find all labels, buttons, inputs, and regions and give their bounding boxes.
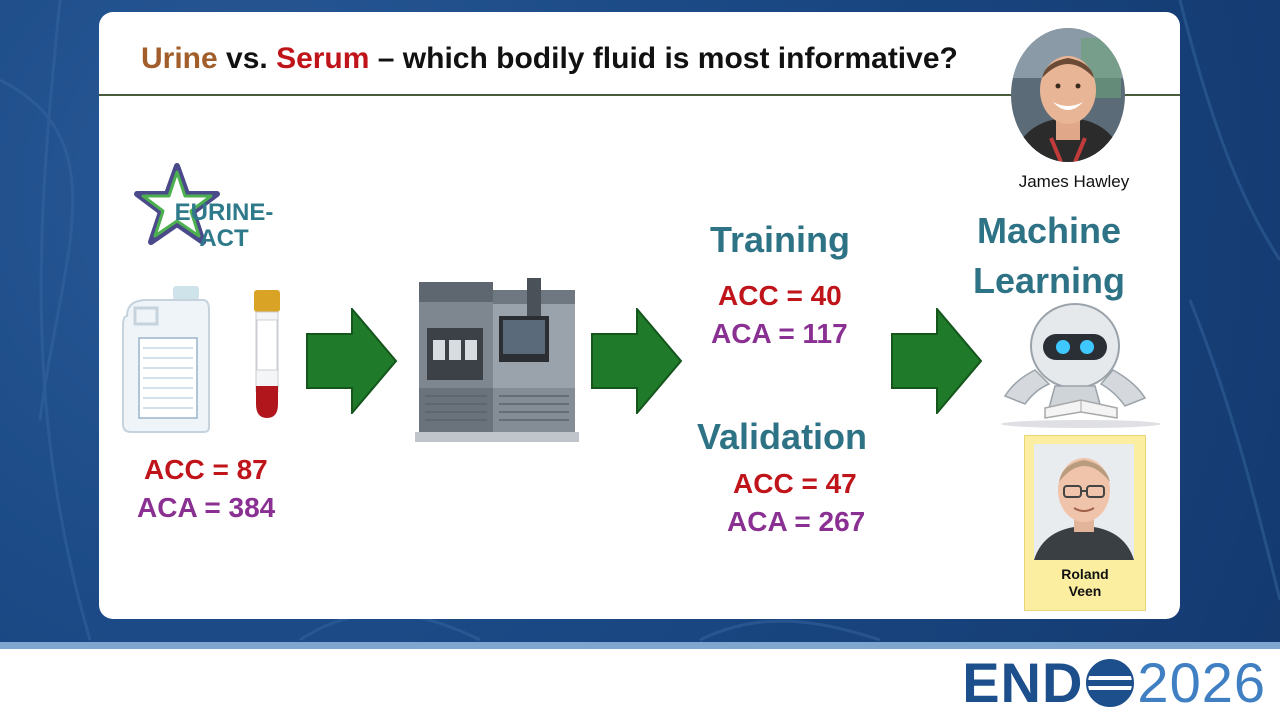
eurine-logo-line1: EURINE- <box>174 199 274 226</box>
validation-aca-metric: ACA = 267 <box>727 506 866 537</box>
globe-icon <box>1086 659 1135 707</box>
blood-tube-icon <box>254 290 280 418</box>
collaborator-name: Roland Veen <box>1025 566 1145 600</box>
training-heading: Training <box>710 219 851 260</box>
eurine-act-logo-text: EURINE- ACT <box>169 200 279 252</box>
title-serum: Serum <box>276 42 370 75</box>
sample-acc-metric: ACC = 87 <box>144 454 268 485</box>
presenter-caption: James Hawley <box>1018 172 1130 191</box>
collaborator-name-line1: Roland <box>1061 566 1109 582</box>
title-rest: – which bodily fluid is most informative… <box>369 42 958 75</box>
collaborator-portrait-icon <box>1034 444 1134 560</box>
ml-heading-line1: Machine <box>976 210 1122 251</box>
validation-heading: Validation <box>697 416 868 457</box>
training-acc-metric: ACC = 40 <box>718 280 842 311</box>
validation-acc-metric: ACC = 47 <box>733 468 857 499</box>
eurine-act-star-logo <box>134 163 220 245</box>
ml-heading-line2: Learning <box>972 260 1125 301</box>
sample-aca-metric: ACA = 384 <box>137 492 276 523</box>
endo-brand-year: 2026 <box>1137 651 1266 714</box>
arrow-right-icon <box>591 308 683 414</box>
slide-title: Urine vs. Serum – which bodily fluid is … <box>141 42 1041 76</box>
endo-brand-word: END <box>962 651 1084 714</box>
arrow-right-icon <box>306 308 398 414</box>
presenter-photo <box>1011 28 1125 162</box>
urine-jug-icon <box>122 286 210 433</box>
slide-card: Urine vs. Serum – which bodily fluid is … <box>99 12 1180 619</box>
footer-stripe <box>0 642 1280 649</box>
mass-spectrometer-icon <box>415 278 579 442</box>
title-divider <box>99 94 1180 96</box>
footer-bar <box>0 642 1280 720</box>
collaborator-card: Roland Veen <box>1024 435 1146 611</box>
robot-reading-icon <box>1001 303 1161 428</box>
collaborator-name-line2: Veen <box>1068 583 1102 599</box>
eurine-logo-line2: ACT <box>199 225 249 252</box>
arrow-right-icon <box>891 308 983 414</box>
presenter-portrait-icon <box>1011 28 1125 162</box>
title-urine: Urine <box>141 42 218 75</box>
training-aca-metric: ACA = 117 <box>711 318 848 349</box>
title-vs: vs. <box>217 42 277 75</box>
machine-learning-heading: Machine Learning <box>959 206 1139 306</box>
background-texture <box>0 0 1280 642</box>
collaborator-photo <box>1034 444 1134 560</box>
endo-2026-logo: END 2026 <box>962 652 1266 714</box>
